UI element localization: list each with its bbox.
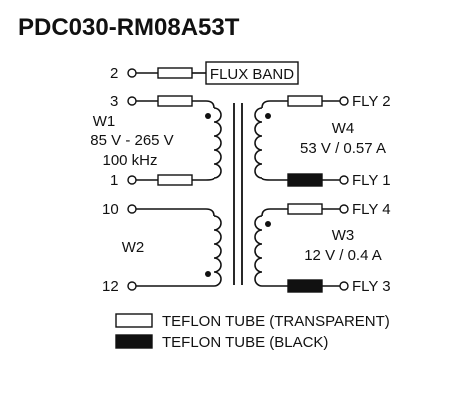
pin-12-terminal — [127, 281, 137, 291]
legend-swatch-transparent — [115, 313, 153, 328]
w1-voltage: 85 V - 265 V — [90, 132, 173, 149]
fly-3-tube-black — [287, 279, 323, 293]
w3-lead-top — [261, 208, 288, 217]
part-number-title: PDC030-RM08A53T — [18, 14, 240, 41]
w4-lead-bottom — [261, 177, 288, 181]
fly-2-terminal — [339, 96, 349, 106]
flux-band-box — [205, 61, 299, 85]
w3-coil — [254, 215, 263, 287]
w1-name: W1 — [93, 113, 116, 130]
w2-name: W2 — [122, 239, 145, 256]
legend-swatch-black — [115, 334, 153, 349]
fly-4-terminal — [339, 204, 349, 214]
fly-4-tube-transparent — [287, 203, 323, 215]
w4-rating: 53 V / 0.57 A — [300, 140, 386, 157]
w4-name: W4 — [332, 120, 355, 137]
fly-2-tube-transparent — [287, 95, 323, 107]
w2-lead-top — [136, 208, 215, 217]
w1-polarity-dot — [205, 113, 211, 119]
fly-4-label: FLY 4 — [352, 201, 391, 218]
w3-name: W3 — [332, 227, 355, 244]
w2-coil — [213, 215, 222, 287]
w1-lead-top — [192, 100, 215, 109]
w1-lead-bottom — [192, 177, 215, 181]
flux-band-tube-transparent — [157, 67, 193, 79]
pin-1-terminal — [127, 175, 137, 185]
fly-3-terminal — [339, 281, 349, 291]
pin-2-label: 2 — [110, 65, 118, 82]
w3-polarity-dot — [265, 221, 271, 227]
pin-10-terminal — [127, 204, 137, 214]
pin-3-terminal — [127, 96, 137, 106]
legend-black-label: TEFLON TUBE (BLACK) — [162, 334, 328, 351]
w3-rating: 12 V / 0.4 A — [304, 247, 382, 264]
legend-transparent-label: TEFLON TUBE (TRANSPARENT) — [162, 313, 390, 330]
fly-1-label: FLY 1 — [352, 172, 391, 189]
pin-1-tube-transparent — [157, 174, 193, 186]
pin-1-label: 1 — [110, 172, 118, 189]
flux-band-label: FLUX BAND — [210, 66, 294, 83]
w4-lead-top — [261, 100, 288, 109]
fly-1-terminal — [339, 175, 349, 185]
fly-3-label: FLY 3 — [352, 278, 391, 295]
pin-3-label: 3 — [110, 93, 118, 110]
w1-coil — [213, 107, 222, 179]
pin-2-terminal — [127, 68, 137, 78]
fly-2-label: FLY 2 — [352, 93, 391, 110]
w4-coil — [254, 107, 263, 179]
pin-12-label: 12 — [102, 278, 119, 295]
w2-polarity-dot — [205, 271, 211, 277]
w4-polarity-dot — [265, 113, 271, 119]
fly-1-tube-black — [287, 173, 323, 187]
w1-frequency: 100 kHz — [102, 152, 157, 169]
pin-3-tube-transparent — [157, 95, 193, 107]
pin-10-label: 10 — [102, 201, 119, 218]
